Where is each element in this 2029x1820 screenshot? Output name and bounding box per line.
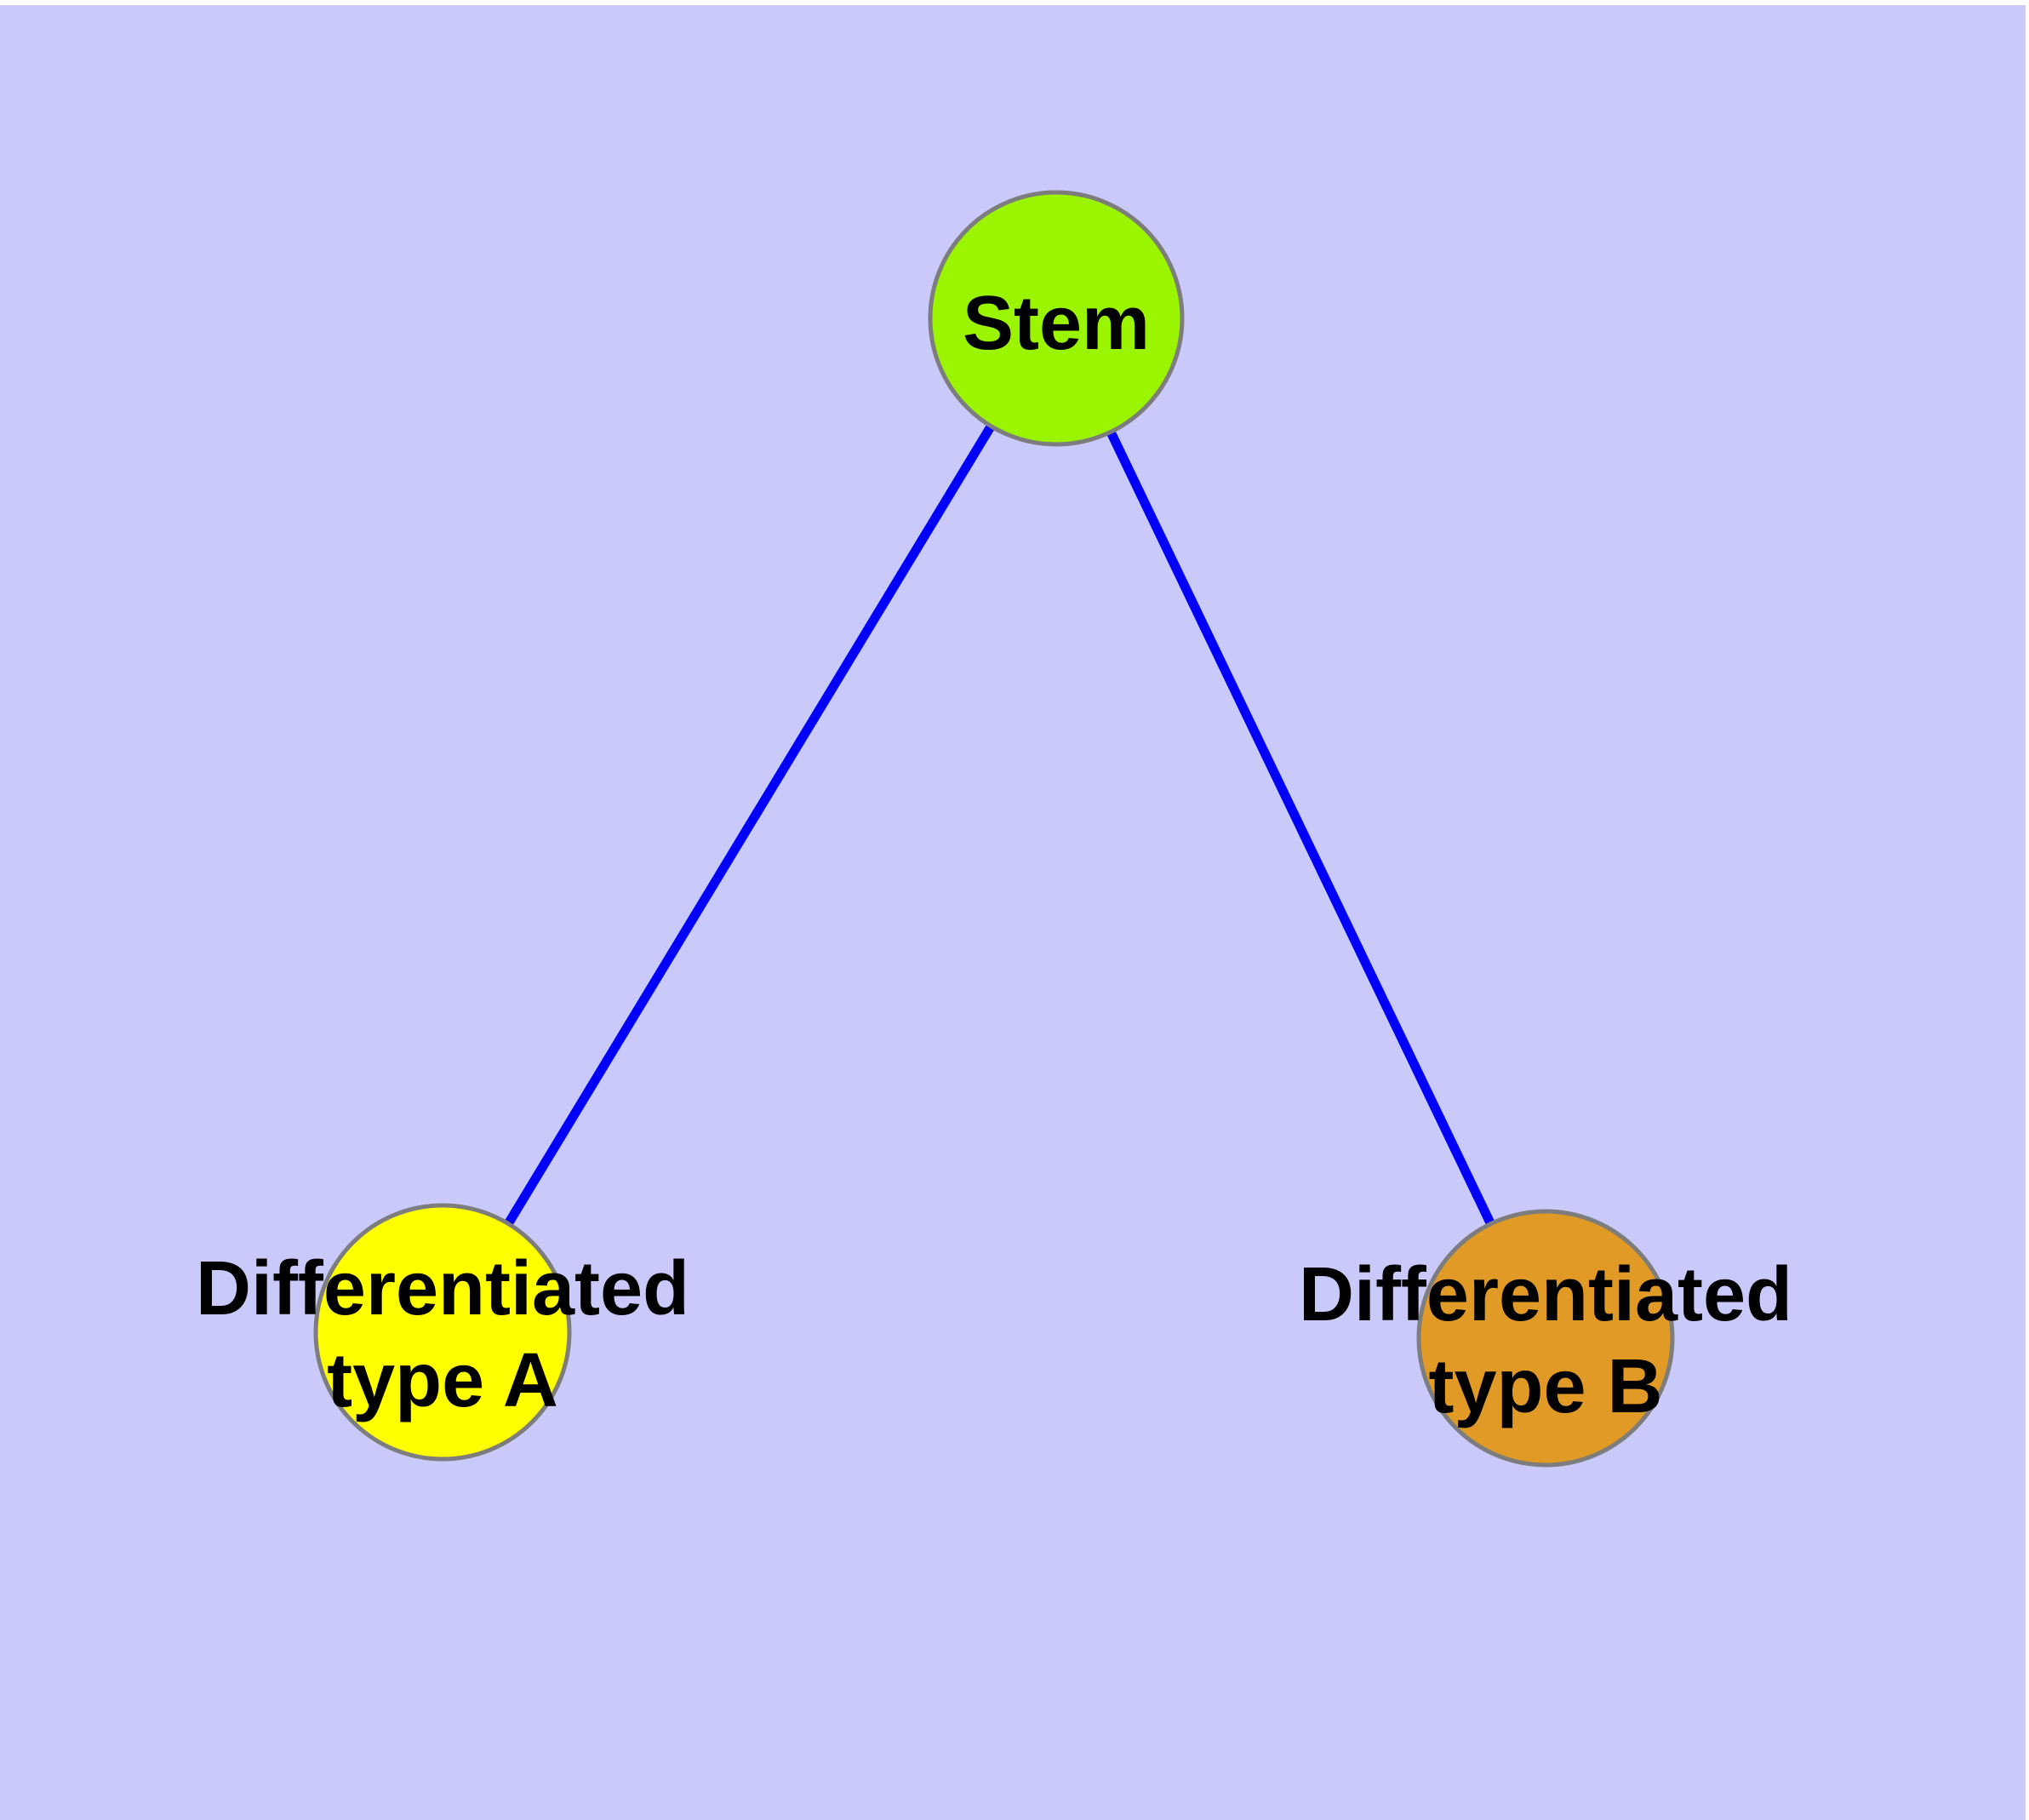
type-a-node-circle bbox=[313, 1203, 572, 1462]
edge-stem-to-type-a bbox=[438, 316, 1060, 1335]
type-b-node-label-line1: Differentiated bbox=[1299, 1252, 1792, 1337]
edge-stem-to-type-b bbox=[1052, 316, 1550, 1341]
type-b-node-circle bbox=[1416, 1209, 1675, 1468]
stem-node-circle bbox=[928, 190, 1185, 447]
type-a-node-label-line1: Differentiated bbox=[196, 1246, 689, 1331]
type-a-node-label-line2: type A bbox=[327, 1338, 558, 1423]
stem-node-label: Stem bbox=[963, 281, 1150, 366]
type-b-node-label-line2: type B bbox=[1428, 1344, 1662, 1429]
